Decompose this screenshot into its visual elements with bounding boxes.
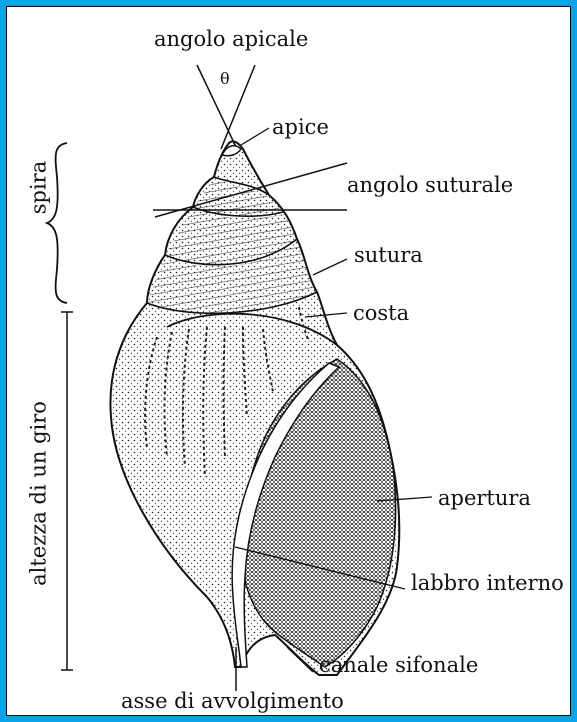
- label-rib: costa: [353, 303, 409, 324]
- label-apex: apice: [272, 117, 329, 138]
- label-spire: spira: [29, 148, 50, 228]
- label-inner-lip: labbro interno: [411, 573, 564, 594]
- label-siphonal-canal: canale sifonale: [319, 655, 478, 676]
- label-theta: θ: [220, 71, 230, 87]
- label-sutural-angle: angolo suturale: [347, 175, 513, 196]
- leader-suture: [313, 259, 347, 275]
- label-coiling-axis: asse di avvolgimento: [121, 691, 344, 712]
- leader-apex: [241, 128, 269, 145]
- label-suture: sutura: [354, 245, 423, 266]
- label-apical-angle: angolo apicale: [154, 29, 308, 50]
- apical-angle-line-left: [197, 65, 237, 149]
- label-aperture: apertura: [438, 488, 531, 509]
- diagram-panel: angolo apicale θ apice angolo suturale s…: [6, 6, 571, 716]
- label-whorl-height: altezza di un giro: [29, 394, 50, 594]
- shell-illustration: [7, 7, 572, 717]
